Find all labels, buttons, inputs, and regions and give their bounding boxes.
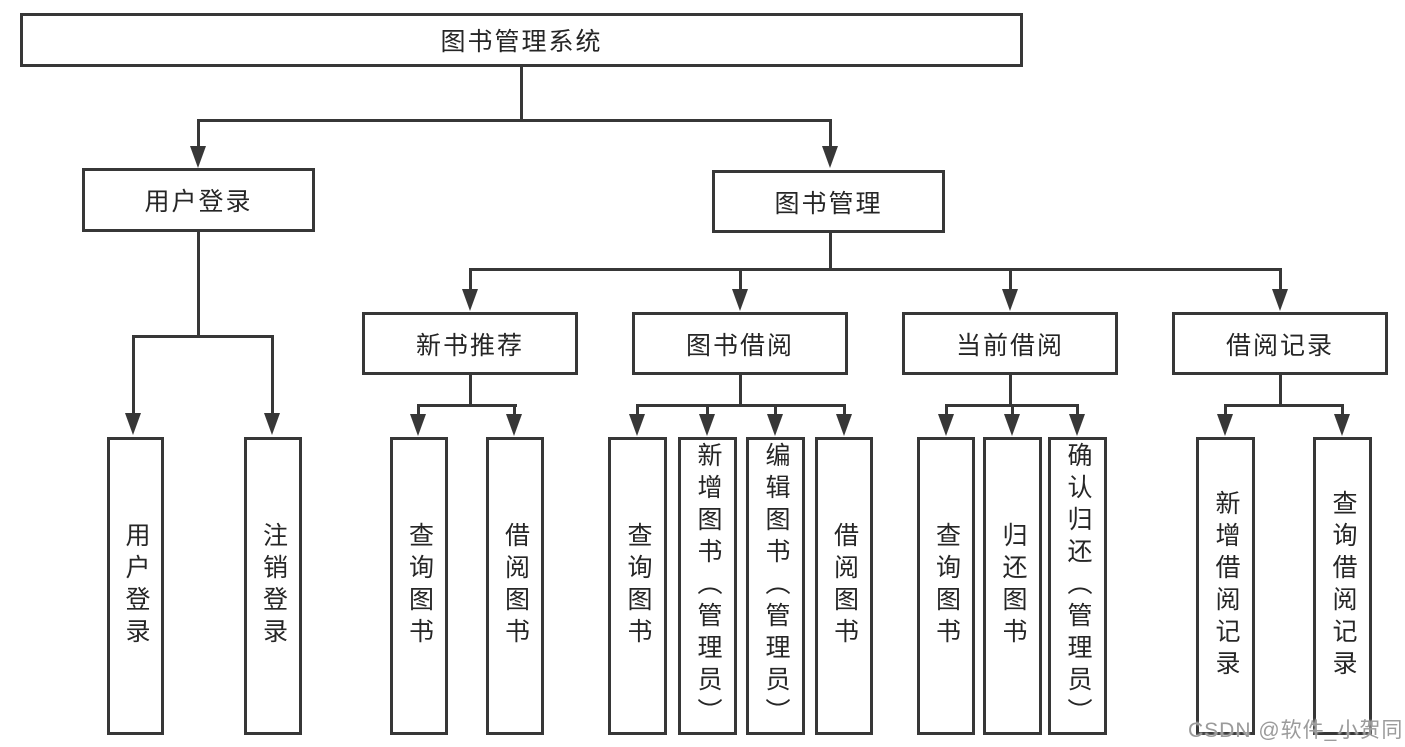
arrow-down-icon: [125, 413, 141, 435]
connector-book-mgmt-stem: [829, 232, 832, 270]
arrow-down-icon: [822, 146, 838, 168]
arrow-down-icon: [1002, 289, 1018, 311]
arrow-down-icon: [938, 414, 954, 436]
node-root: 图书管理系统: [20, 13, 1023, 67]
connector-leaf-drop: [706, 404, 709, 416]
connector-leaf-drop: [774, 404, 777, 416]
node-book-borrow: 图书借阅: [632, 312, 848, 375]
connector-leaf-drop: [945, 404, 948, 416]
node-leaf-cb-return-books: 归还图书: [983, 437, 1042, 735]
connector-leaf-drop: [417, 404, 420, 416]
connector-leaf-drop: [636, 404, 639, 416]
arrow-down-icon: [1217, 414, 1233, 436]
node-leaf-nb-borrow-books: 借阅图书: [486, 437, 544, 735]
node-leaf-bb-borrow-books: 借阅图书: [815, 437, 873, 735]
node-leaf-logout-label: 注销登录: [259, 522, 288, 650]
arrow-down-icon: [767, 414, 783, 436]
connector-bookborrow-stem: [739, 374, 742, 407]
node-leaf-cb-confirm-return: 确认归还（管理员）: [1048, 437, 1107, 735]
connector-records-stem: [1279, 374, 1282, 407]
connector-leaf-drop: [1076, 404, 1079, 416]
node-leaf-bb-add-books: 新增图书（管理员）: [678, 437, 737, 735]
arrow-down-icon: [264, 413, 280, 435]
connector-leaf-drop: [1011, 404, 1014, 416]
connector-level3-drop: [1279, 268, 1282, 292]
arrow-down-icon: [1334, 414, 1350, 436]
node-leaf-cb-confirm-return-label: 确认归还（管理员）: [1064, 442, 1092, 730]
arrow-down-icon: [462, 289, 478, 311]
node-leaf-bb-query-books: 查询图书: [608, 437, 667, 735]
arrow-down-icon: [836, 414, 852, 436]
arrow-down-icon: [1004, 414, 1020, 436]
node-leaf-cb-query-books-label: 查询图书: [932, 522, 961, 650]
connector-user-login-stem: [197, 231, 200, 338]
connector-currentborrow-stem: [1009, 374, 1012, 407]
connector-level3-drop: [739, 268, 742, 292]
arrow-down-icon: [1069, 414, 1085, 436]
arrow-down-icon: [732, 289, 748, 311]
node-leaf-bb-query-books-label: 查询图书: [624, 522, 652, 650]
node-leaf-bb-edit-books-label: 编辑图书（管理员）: [762, 442, 790, 730]
connector-user-login-rail: [132, 335, 274, 338]
connector-book-mgmt-drop: [829, 119, 832, 149]
node-leaf-bb-edit-books: 编辑图书（管理员）: [746, 437, 805, 735]
arrow-down-icon: [1272, 289, 1288, 311]
node-new-book-recommend-label: 新书推荐: [415, 331, 524, 360]
node-leaf-br-query-record-label: 查询借阅记录: [1329, 490, 1357, 682]
connector-leaf-drop: [1224, 404, 1227, 416]
connector-level3-rail: [469, 268, 1282, 271]
node-current-borrow-label: 当前借阅: [955, 331, 1064, 360]
connector-bookborrow-rail: [636, 404, 846, 407]
node-borrow-records-label: 借阅记录: [1225, 331, 1334, 360]
connector-newbook-rail: [417, 404, 517, 407]
node-current-borrow: 当前借阅: [902, 312, 1118, 375]
arrow-down-icon: [410, 414, 426, 436]
node-book-borrow-label: 图书借阅: [685, 331, 794, 360]
connector-records-rail: [1224, 404, 1344, 407]
node-leaf-nb-query-books: 查询图书: [390, 437, 448, 735]
node-leaf-bb-borrow-books-label: 借阅图书: [830, 522, 859, 650]
node-leaf-bb-add-books-label: 新增图书（管理员）: [694, 442, 722, 730]
node-book-management-label: 图书管理: [774, 189, 883, 218]
node-root-label: 图书管理系统: [440, 28, 603, 56]
connector-leaf-drop: [132, 335, 135, 415]
connector-leaf-drop: [1341, 404, 1344, 416]
node-leaf-nb-borrow-books-label: 借阅图书: [501, 522, 530, 650]
node-book-management: 图书管理: [712, 170, 945, 233]
node-leaf-nb-query-books-label: 查询图书: [405, 522, 434, 650]
connector-user-login-drop: [197, 119, 200, 149]
arrow-down-icon: [506, 414, 522, 436]
connector-level3-drop: [1009, 268, 1012, 292]
node-leaf-br-query-record: 查询借阅记录: [1313, 437, 1372, 735]
node-leaf-cb-return-books-label: 归还图书: [999, 522, 1027, 650]
node-borrow-records: 借阅记录: [1172, 312, 1388, 375]
node-leaf-cb-query-books: 查询图书: [917, 437, 975, 735]
connector-root-stem: [520, 66, 523, 121]
arrow-down-icon: [190, 146, 206, 168]
csdn-watermark: CSDN @软件_小贺同学: [1188, 719, 1404, 742]
connector-newbook-stem: [469, 374, 472, 407]
arrow-down-icon: [699, 414, 715, 436]
connector-leaf-drop: [271, 335, 274, 415]
node-user-login: 用户登录: [82, 168, 315, 232]
connector-leaf-drop: [843, 404, 846, 416]
node-leaf-user-login: 用户登录: [107, 437, 164, 735]
node-leaf-br-add-record: 新增借阅记录: [1196, 437, 1255, 735]
node-leaf-logout: 注销登录: [244, 437, 302, 735]
node-user-login-label: 用户登录: [144, 188, 253, 216]
arrow-down-icon: [629, 414, 645, 436]
connector-level2-rail: [197, 119, 832, 122]
connector-leaf-drop: [513, 404, 516, 416]
connector-level3-drop: [469, 268, 472, 292]
node-leaf-user-login-label: 用户登录: [122, 522, 150, 650]
node-new-book-recommend: 新书推荐: [362, 312, 578, 375]
node-leaf-br-add-record-label: 新增借阅记录: [1212, 490, 1240, 682]
